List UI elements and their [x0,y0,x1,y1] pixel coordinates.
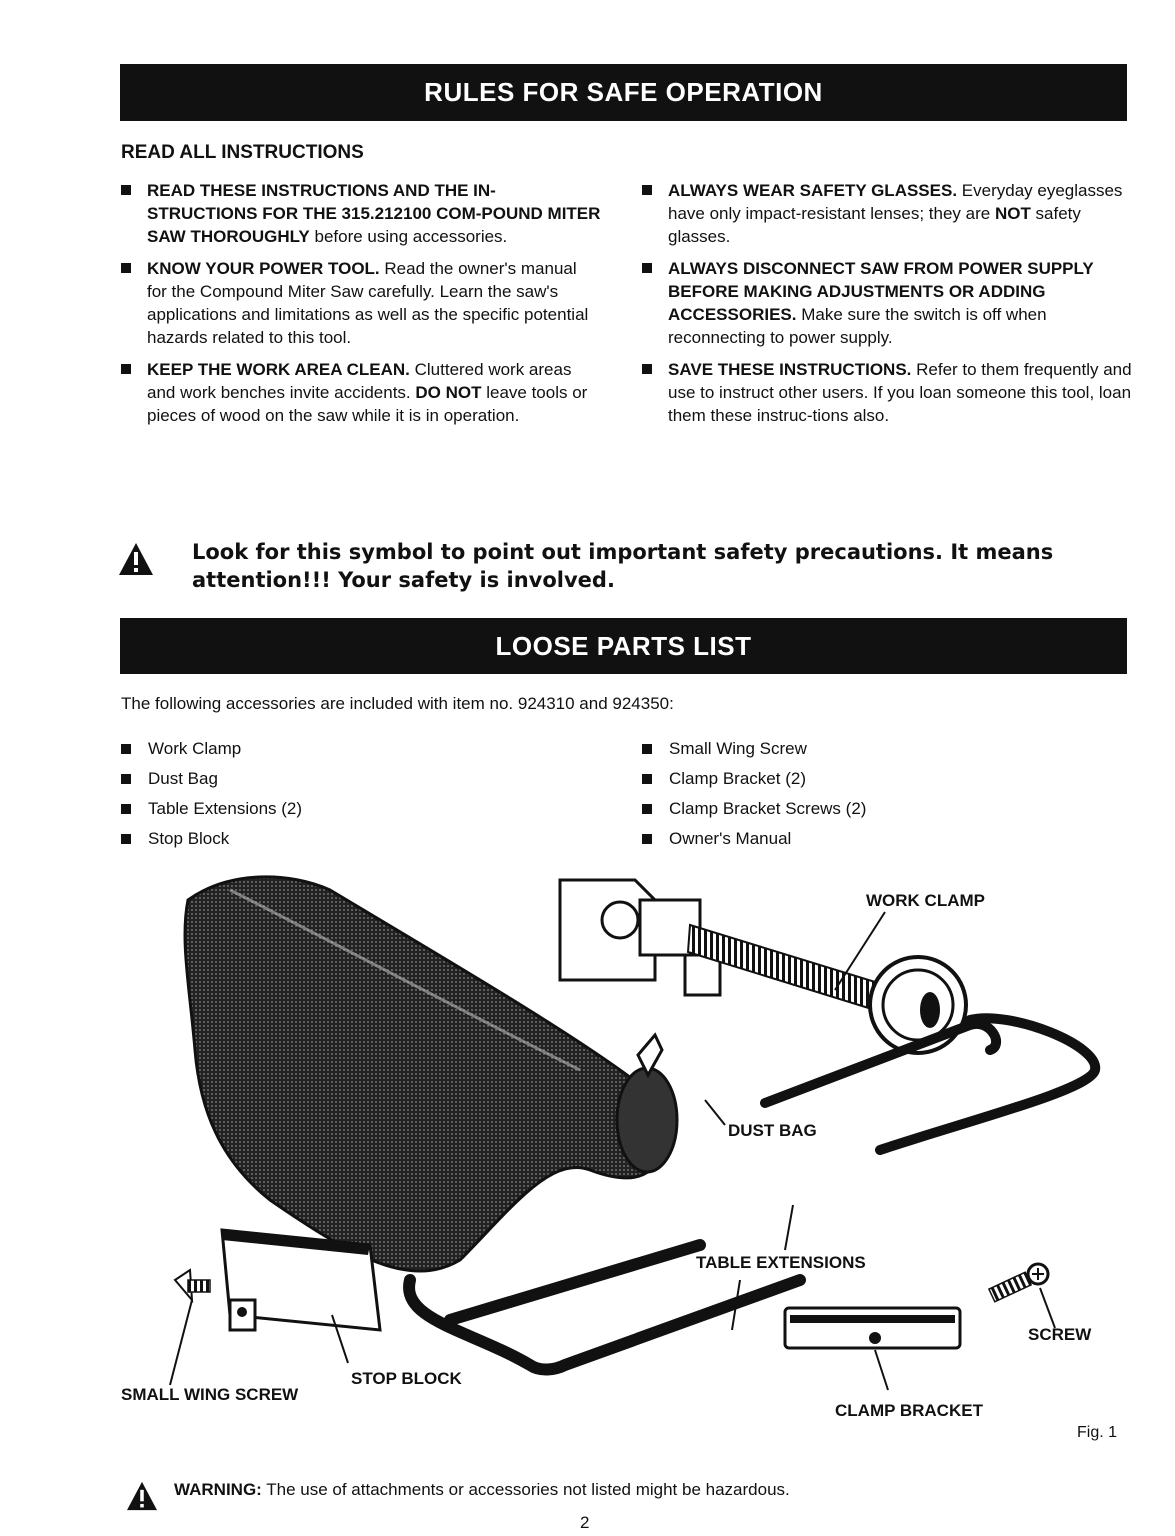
table-extensions-drawing [403,1013,1100,1376]
read-all-instructions-heading: READ ALL INSTRUCTIONS [121,142,364,163]
square-bullet-icon [121,774,131,784]
attention-text: Look for this symbol to point out import… [192,540,1054,592]
part-name: Small Wing Screw [669,739,807,758]
rule-bold: KNOW YOUR POWER TOOL. [147,259,380,278]
part-name: Stop Block [148,829,230,848]
parts-list-left: Work Clamp Dust Bag Table Extensions (2)… [121,734,302,854]
square-bullet-icon [121,744,131,754]
list-item: Table Extensions (2) [121,794,302,824]
rule-item: READ THESE INSTRUCTIONS AND THE IN-STRUC… [121,179,601,248]
stop-block-drawing [220,1228,382,1332]
rule-item: KEEP THE WORK AREA CLEAN. Cluttered work… [121,358,601,427]
dust-bag-label: DUST BAG [728,1121,817,1140]
warning-body: The use of attachments or accessories no… [261,1480,790,1499]
rule-bold: NOT [994,204,1031,223]
list-item: Clamp Bracket (2) [642,764,866,794]
parts-list-right: Small Wing Screw Clamp Bracket (2) Clamp… [642,734,866,854]
dust-bag-drawing [183,875,679,1273]
table-extensions-label: TABLE EXTENSIONS [696,1253,866,1272]
rule-bold: SAVE THESE INSTRUCTIONS. [668,360,912,379]
square-bullet-icon [121,263,131,273]
rule-item: KNOW YOUR POWER TOOL. Read the owner's m… [121,257,601,349]
parts-illustration: WORK CLAMP DUST BAG TABLE EXTENSIONS SCR… [121,875,1100,1420]
rule-bold: KEEP THE WORK AREA CLEAN. [147,360,410,379]
rules-header: RULES FOR SAFE OPERATION [120,64,1127,121]
part-name: Work Clamp [148,739,242,758]
page-number: 2 [580,1513,590,1532]
part-name: Dust Bag [148,769,218,788]
square-bullet-icon [121,804,131,814]
rule-item: ALWAYS WEAR SAFETY GLASSES. Everyday eye… [642,179,1132,248]
part-name: Clamp Bracket Screws (2) [669,799,867,818]
part-name: Clamp Bracket (2) [669,769,806,788]
square-bullet-icon [121,834,131,844]
square-bullet-icon [121,364,131,374]
rule-item: SAVE THESE INSTRUCTIONS. Refer to them f… [642,358,1132,427]
rule-text: leave tools or pieces of wood on the saw… [147,383,588,425]
rule-text: Cluttered work areas and work benches in… [147,360,572,402]
leader-lines [169,911,1056,1391]
rule-item: ALWAYS DISCONNECT SAW FROM POWER SUPPLY … [642,257,1132,349]
rule-text: before using accessories. [309,227,508,246]
rule-bold: ALWAYS DISCONNECT SAW FROM POWER SUPPLY … [668,259,1094,324]
rule-bold: DO NOT [415,383,482,402]
part-name: Table Extensions (2) [148,799,303,818]
screw-drawing [987,1262,1050,1303]
warning-text: WARNING: The use of attachments or acces… [174,1480,790,1500]
part-name: Owner's Manual [669,829,792,848]
loose-parts-header: LOOSE PARTS LIST [120,618,1127,674]
stop-block-label: STOP BLOCK [351,1369,463,1388]
small-wing-screw-drawing [173,1268,211,1303]
rule-text: safety glasses. [668,204,1081,246]
square-bullet-icon [642,804,652,814]
rule-text: Refer to them frequently and use to inst… [668,360,1132,425]
square-bullet-icon [642,834,652,844]
rules-left-column: READ THESE INSTRUCTIONS AND THE IN-STRUC… [121,179,601,436]
warning-triangle-icon [127,1481,157,1511]
rule-text: Make sure the switch is off when reconne… [668,305,1047,347]
warning-triangle-icon [119,543,153,575]
square-bullet-icon [642,774,652,784]
warning-label: WARNING: [174,1480,262,1499]
square-bullet-icon [642,364,652,374]
list-item: Owner's Manual [642,824,866,854]
list-item: Stop Block [121,824,302,854]
clamp-bracket-drawing [783,1306,962,1350]
list-item: Dust Bag [121,764,302,794]
square-bullet-icon [121,185,131,195]
rule-text: Everyday eyeglasses have only impact-res… [668,181,1123,223]
rule-text: Read the owner's manual for the Compound… [147,259,589,347]
screw-label: SCREW [1028,1325,1092,1344]
rule-bold: ALWAYS WEAR SAFETY GLASSES. [668,181,958,200]
square-bullet-icon [642,263,652,273]
parts-intro: The following accessories are included w… [121,694,674,713]
small-wing-screw-label: SMALL WING SCREW [121,1385,299,1404]
figure-caption: Fig. 1 [1077,1424,1118,1441]
square-bullet-icon [642,185,652,195]
clamp-bracket-label: CLAMP BRACKET [835,1401,984,1420]
list-item: Clamp Bracket Screws (2) [642,794,866,824]
list-item: Small Wing Screw [642,734,866,764]
list-item: Work Clamp [121,734,302,764]
rule-bold: READ THESE INSTRUCTIONS AND THE IN-STRUC… [147,181,601,246]
square-bullet-icon [642,744,652,754]
rules-right-column: ALWAYS WEAR SAFETY GLASSES. Everyday eye… [642,179,1132,436]
work-clamp-label: WORK CLAMP [866,891,985,910]
